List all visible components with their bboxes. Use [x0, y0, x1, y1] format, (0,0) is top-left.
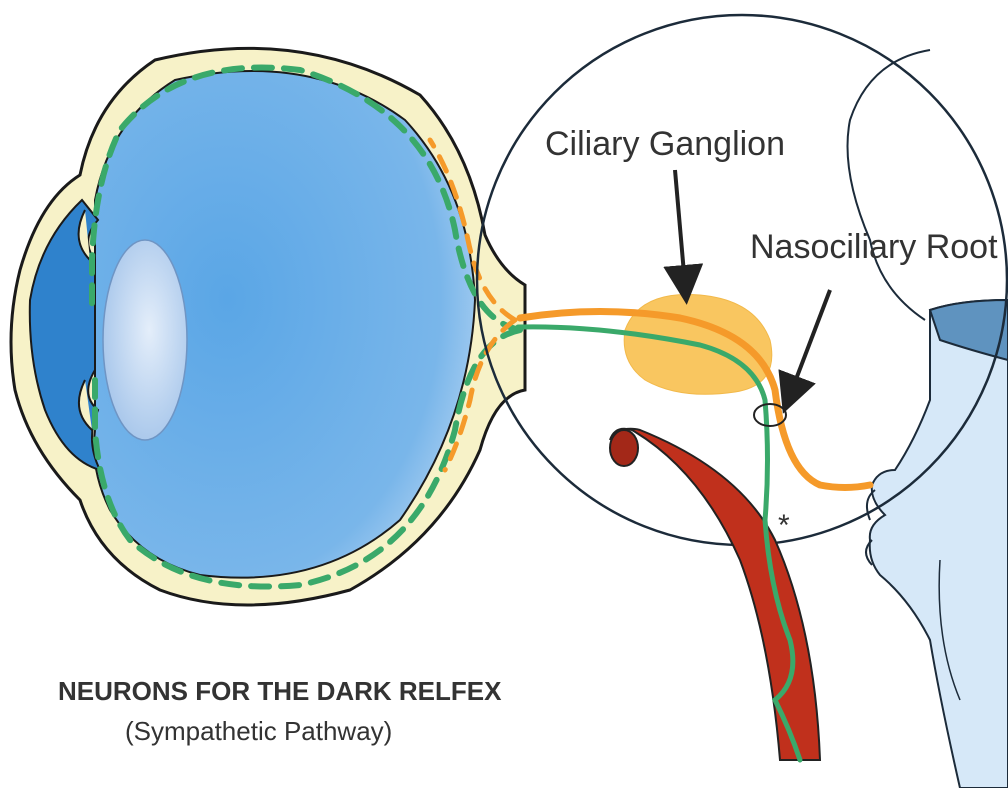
label-asterisk: *: [778, 509, 790, 542]
caption-subtitle: (Sympathetic Pathway): [125, 716, 392, 746]
nasociliary-root-marker: [753, 403, 787, 427]
internal-carotid-artery: [609, 427, 822, 761]
lens: [102, 239, 188, 441]
caption-title: NEURONS FOR THE DARK RELFEX: [58, 676, 502, 706]
artery-lumen: [609, 429, 639, 467]
parasympathetic-nerve: [516, 308, 874, 491]
arrow-icon: [778, 289, 832, 414]
label-ciliary-ganglion: Ciliary Ganglion: [545, 125, 785, 163]
parasympathetic-fiber-eye: [427, 137, 518, 473]
label-nasociliary-root: Nasociliary Root: [750, 228, 998, 266]
sympathetic-fiber-eye: [89, 64, 523, 590]
sympathetic-nerve: [515, 324, 803, 763]
arrow-icon: [663, 169, 704, 305]
eyeball: [9, 46, 527, 607]
cavernous-structure: [846, 49, 1008, 788]
